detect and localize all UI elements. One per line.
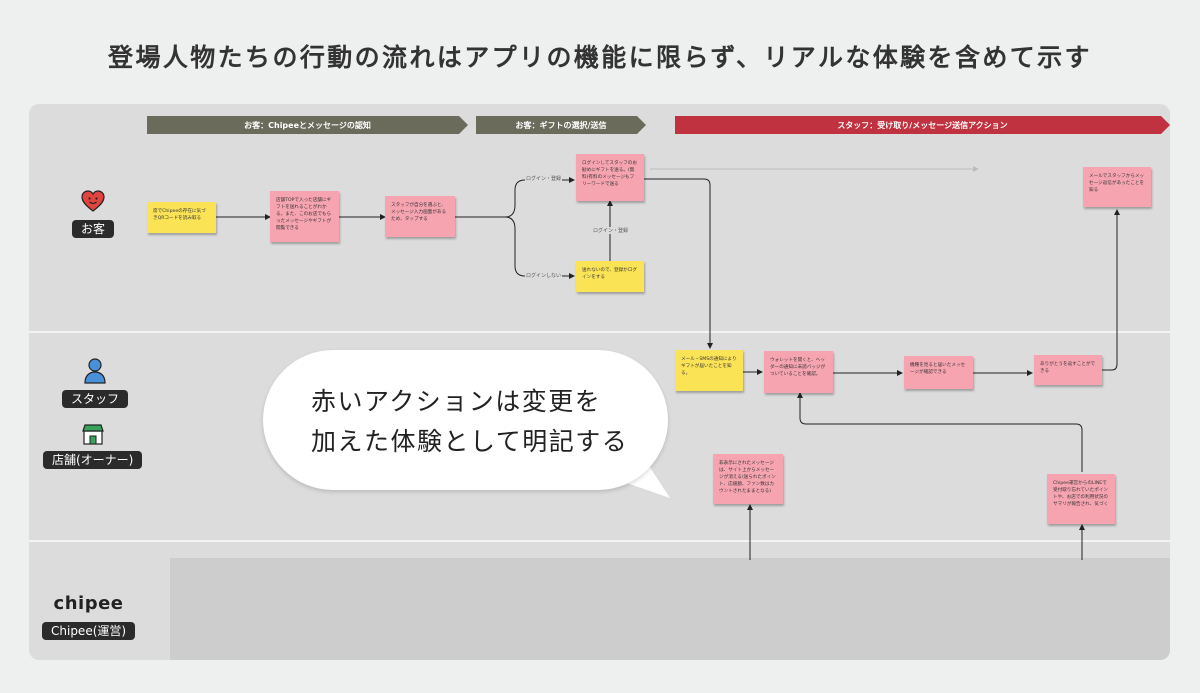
sticky-note: ログインしてスタッフのお勧めにギフトを送る。(無料)有料のメッセージもフリーワー… bbox=[576, 154, 644, 201]
chipee-logo: chipee bbox=[53, 593, 124, 614]
lane-label-store: 店舗(オーナー) bbox=[43, 451, 143, 469]
lane-staff: スタッフ bbox=[62, 356, 129, 408]
edge-label-login: ログイン・登録 bbox=[525, 175, 563, 182]
edge-branch-login bbox=[504, 177, 575, 218]
phase-label: お客：ギフトの選択/送信 bbox=[515, 120, 607, 130]
sticky-note: Chipee運営からのLINEで受付取り忘れていたポイントや、お店での利用状況の… bbox=[1047, 474, 1115, 524]
sticky-note: 非表示にされたメッセージは、サイト上からメッセージが消える(送られたポイント、応… bbox=[713, 454, 783, 504]
edge-n12-n8 bbox=[797, 392, 1083, 472]
lane-customer: お客 bbox=[72, 190, 115, 238]
sticky-note: ありがとうを返すことができる bbox=[1034, 355, 1102, 385]
callout-bubble: 赤いアクションは変更を 加えた体験として明記する bbox=[263, 350, 668, 490]
sticky-note: 店舗TOPで入った店舗にギフトを送れることがわかる。また、このお店でもらったメッ… bbox=[270, 191, 339, 242]
phase-header-staff-action: スタッフ：受け取り/メッセージ送信アクション bbox=[675, 116, 1170, 134]
sticky-note: ウォレットを開くと、ヘッダーの通知に未読バッジがついていることを確認。 bbox=[764, 351, 833, 393]
sticky-note: スタッフが自分を選ぶと、メッセージ入力画面があるため、タップする bbox=[385, 196, 455, 237]
lane-store: 店舗(オーナー) bbox=[43, 422, 143, 469]
edge-n10-n6 bbox=[1102, 209, 1120, 371]
heart-face-icon bbox=[81, 190, 105, 212]
page-title: 登場人物たちの行動の流れはアプリの機能に限らず、リアルな体験を含めて示す bbox=[108, 43, 1092, 72]
lane-label-staff: スタッフ bbox=[62, 390, 129, 408]
operator-lane-area bbox=[170, 558, 1170, 660]
phase-label: スタッフ：受け取り/メッセージ送信アクション bbox=[837, 120, 1008, 130]
lane-divider-2 bbox=[29, 540, 1170, 542]
edge-branch-nologin bbox=[504, 216, 575, 279]
sticky-note: 機種を見ると届いたメッセージが確認できる bbox=[904, 356, 973, 389]
lane-operator: chipee Chipee(運営) bbox=[42, 593, 136, 640]
lane-label-operator: Chipee(運営) bbox=[42, 622, 136, 640]
lane-divider-1 bbox=[29, 331, 1170, 333]
sticky-note: メール・SMSの通知によりギフトが届いたことを知る。 bbox=[675, 350, 743, 391]
phase-header-awareness: お客：Chipeeとメッセージの認知 bbox=[147, 116, 468, 134]
callout-line-1: 赤いアクションは変更を bbox=[311, 387, 602, 416]
edge-label-no-login: ログインしない bbox=[525, 272, 563, 279]
edge-n4-n7 bbox=[644, 178, 713, 349]
phase-header-gift: お客：ギフトの選択/送信 bbox=[476, 116, 646, 134]
sticky-note: メールでスタッフからメッセージ返信があったことを知る bbox=[1083, 167, 1151, 207]
person-icon bbox=[84, 358, 106, 384]
sticky-note: 送れないので、登録かログインをする bbox=[576, 261, 644, 292]
callout-line-2: 加えた体験として明記する bbox=[311, 427, 629, 456]
callout-text: 赤いアクションは変更を 加えた体験として明記する bbox=[311, 382, 628, 462]
lane-label-customer: お客 bbox=[72, 220, 115, 238]
edge-label-login-2: ログイン・登録 bbox=[592, 227, 630, 234]
phase-label: お客：Chipeeとメッセージの認知 bbox=[244, 120, 371, 130]
store-icon bbox=[81, 424, 104, 445]
sticky-note: 席でChipeeの存在に気づきQRコードを読み取る bbox=[147, 202, 216, 233]
